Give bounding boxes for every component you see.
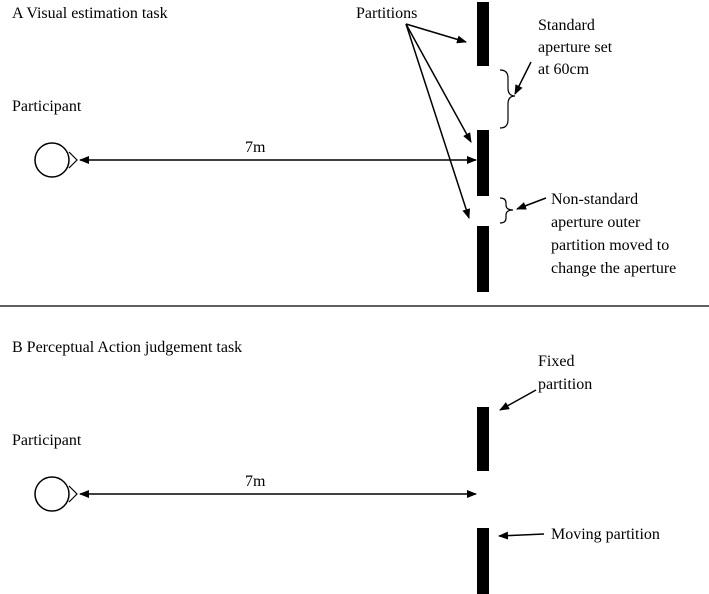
moving-partition-label: Moving partition	[551, 526, 660, 543]
nonstandard-aperture-arrow	[516, 197, 547, 210]
standard-aperture-label: Standard aperture set at 60cm	[538, 17, 613, 78]
standard-aperture-brace	[499, 69, 516, 129]
partitions-pointer-arrows	[405, 23, 472, 219]
nonstandard-aperture-brace	[499, 197, 514, 224]
fixed-partition-label: Fixed partition	[538, 353, 592, 393]
panel-b-participant-label: Participant	[12, 432, 82, 449]
panel-b-title: B Perceptual Action judgement task	[12, 339, 242, 356]
panel-a-title: A Visual estimation task	[12, 5, 168, 22]
moving-partition-arrow	[498, 531, 545, 540]
standard-aperture-arrow	[514, 61, 532, 95]
svg-text:aperture set: aperture set	[538, 39, 613, 56]
svg-text:aperture outer: aperture outer	[551, 214, 641, 231]
panel-a-partition-middle	[477, 130, 489, 196]
svg-text:Standard: Standard	[538, 17, 595, 34]
svg-text:partition moved to: partition moved to	[551, 237, 669, 254]
panel-b-distance-label: 7m	[245, 473, 266, 490]
moving-partition	[477, 528, 489, 594]
panel-a-partition-bottom	[477, 226, 489, 292]
panel-b-participant-eye-icon	[34, 476, 78, 512]
svg-text:Non-standard: Non-standard	[551, 191, 638, 208]
partitions-label: Partitions	[356, 5, 417, 22]
svg-text:at 60cm: at 60cm	[538, 61, 590, 78]
fixed-partition-arrow	[499, 389, 537, 411]
fixed-partition	[477, 407, 489, 471]
nonstandard-aperture-label: Non-standard aperture outer partition mo…	[551, 191, 676, 277]
panel-a-distance-label: 7m	[245, 139, 266, 156]
svg-text:change the aperture: change the aperture	[551, 260, 676, 277]
svg-text:Fixed: Fixed	[538, 353, 574, 370]
panel-a-partition-top	[477, 2, 489, 66]
panel-a-participant-eye-icon	[34, 142, 78, 178]
svg-text:partition: partition	[538, 376, 592, 393]
panel-a-participant-label: Participant	[12, 98, 82, 115]
